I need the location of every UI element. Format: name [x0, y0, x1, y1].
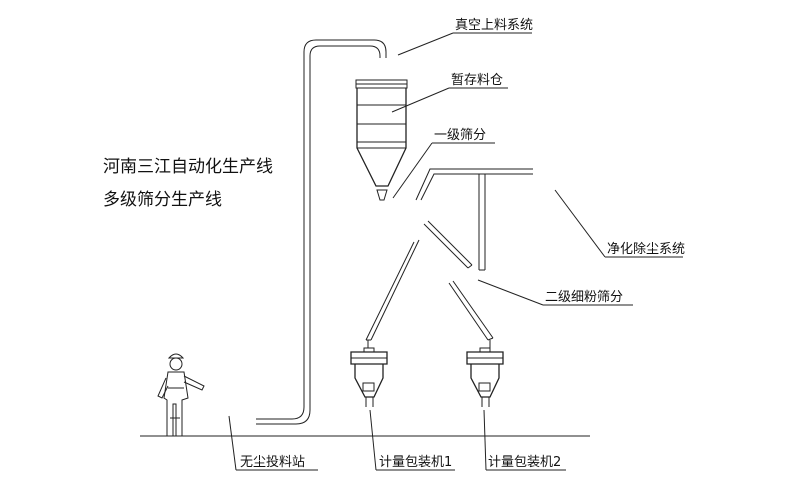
label-packing-machine-2: 计量包装机2 — [488, 455, 561, 470]
worker-figure — [157, 353, 205, 437]
packing-machine-1 — [350, 347, 388, 407]
label-screen1: 一级筛分 — [434, 128, 486, 143]
vacuum-pipe — [256, 39, 387, 425]
screen2-chute — [448, 280, 494, 348]
label-packing-machine-1: 计量包装机1 — [379, 455, 452, 470]
diagram-title-line2: 多级筛分生产线 — [103, 190, 222, 210]
label-storage-hopper: 暂存料仓 — [451, 73, 503, 88]
storage-hopper — [355, 79, 408, 201]
label-dust-system: 净化除尘系统 — [607, 242, 685, 257]
label-screen2: 二级细粉筛分 — [545, 290, 623, 305]
diagram-title-line1: 河南三江自动化生产线 — [103, 157, 273, 177]
label-vacuum-system: 真空上料系统 — [455, 18, 533, 33]
label-dust-free-station: 无尘投料站 — [240, 454, 305, 470]
packing-machine-2 — [466, 347, 504, 407]
leader-lines — [228, 32, 683, 471]
screen1-deck — [423, 220, 473, 269]
dust-duct — [415, 168, 533, 271]
screen1-chute — [365, 239, 420, 348]
